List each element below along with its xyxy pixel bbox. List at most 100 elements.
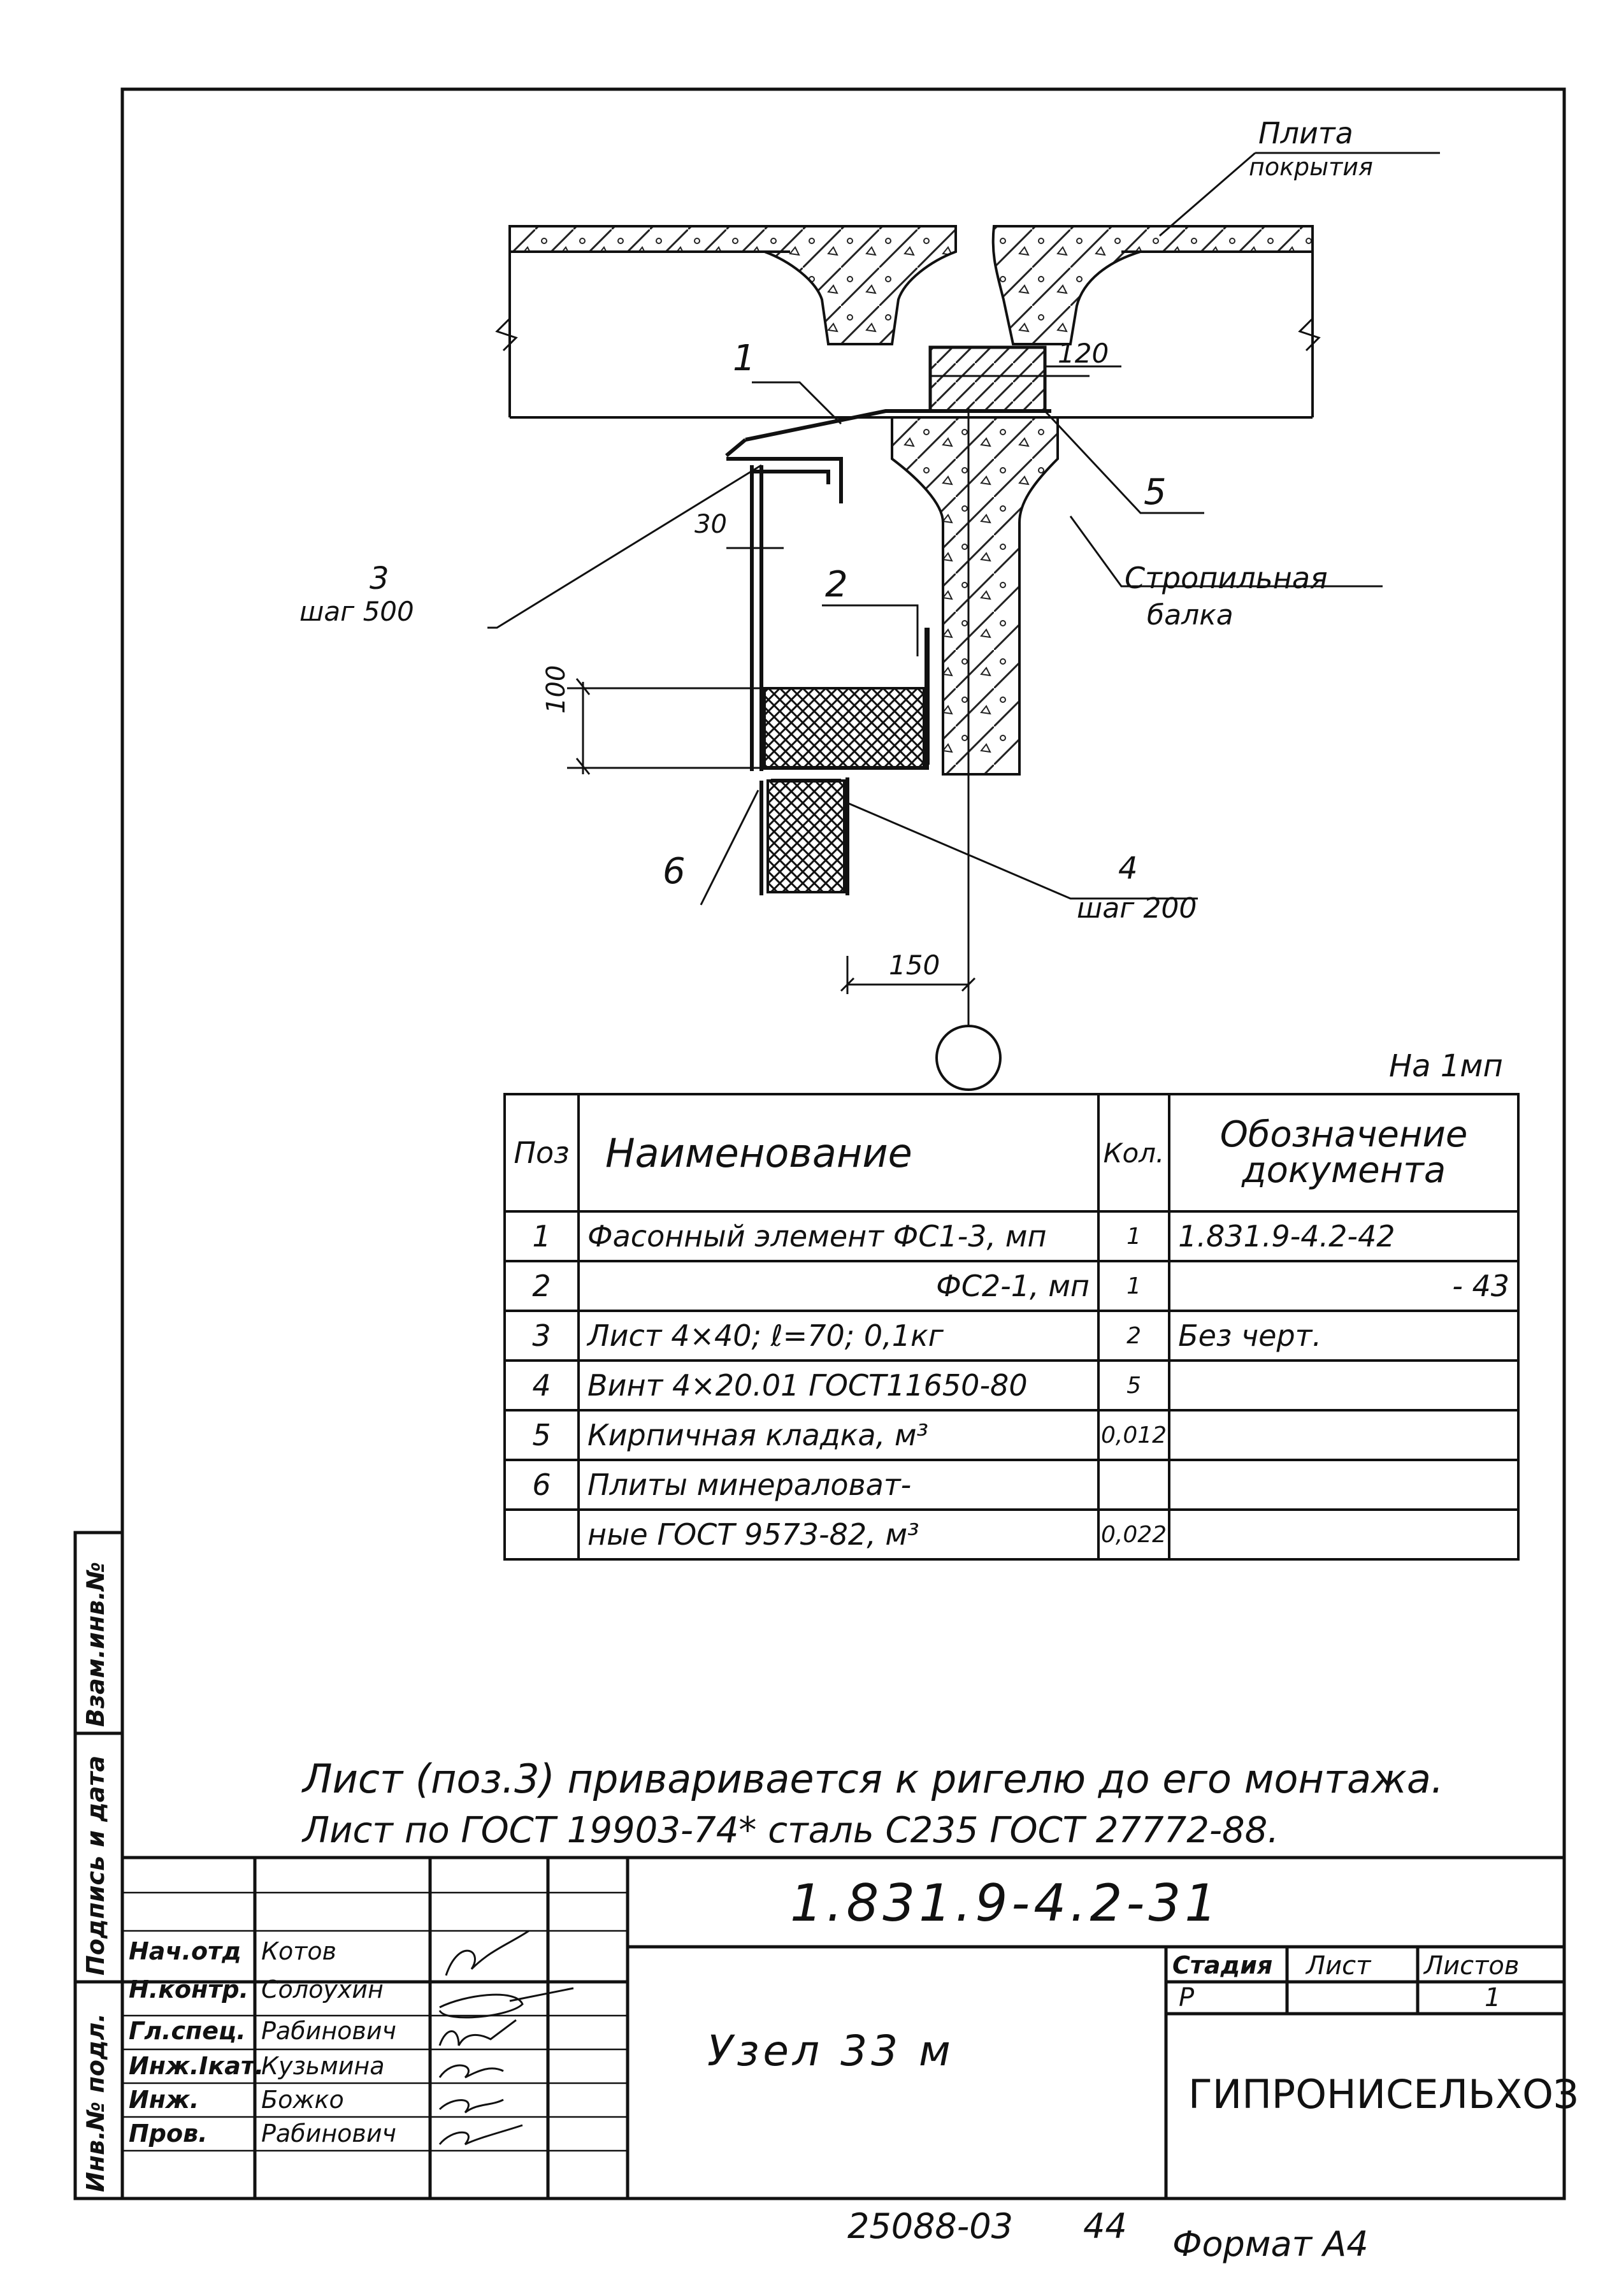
sheet-frame xyxy=(120,87,1566,2200)
person-name: Рабинович xyxy=(261,2017,396,2045)
footer-format: Формат А4 xyxy=(1172,2224,1369,2264)
cell-doc xyxy=(1168,1359,1520,1412)
callout-pos1: 1 xyxy=(733,338,756,379)
person-name: Кузьмина xyxy=(261,2052,385,2080)
callout-pos5: 5 xyxy=(1144,472,1167,513)
signature-row: Пров. Рабинович xyxy=(126,2114,502,2148)
mineral-wool-slab xyxy=(763,687,925,769)
brick-masonry xyxy=(928,345,1047,413)
sheets-label: Листов xyxy=(1424,1951,1520,1981)
header-qty: Кол. xyxy=(1097,1093,1171,1213)
table-row: 4 Винт 4×20.01 ГОСТ11650-80 5 xyxy=(503,1359,1520,1412)
cell-name: Плиты минераловат- xyxy=(577,1459,1100,1511)
cell-qty xyxy=(1097,1459,1171,1511)
leader-lines xyxy=(487,152,1440,906)
callout-pos6: 6 xyxy=(663,851,686,892)
side-stamp-inv: Инв.№ подл. xyxy=(82,2013,110,2192)
cell-qty: 5 xyxy=(1097,1359,1171,1412)
axis-marker xyxy=(935,1025,1002,1091)
cell-doc xyxy=(1168,1409,1520,1461)
cell-name: ные ГОСТ 9573-82, м³ xyxy=(577,1508,1100,1561)
side-stamp-vzam: Взам.инв.№ xyxy=(82,1561,110,1727)
side-stamp-frame xyxy=(73,1531,124,2200)
table-header-row: Поз Наименование Кол. Обозначение докуме… xyxy=(503,1093,1520,1213)
cell-qty: 0,022 xyxy=(1097,1508,1171,1561)
cell-pos: 4 xyxy=(503,1359,580,1412)
header-pos: Поз xyxy=(503,1093,580,1213)
title-block-thin-lines xyxy=(122,1891,628,2152)
person-name: Рабинович xyxy=(261,2119,396,2148)
note-line-1: Лист (поз.3) привариваетcя к ригелю до е… xyxy=(303,1756,1444,1802)
callout-pos4-step: шаг 200 xyxy=(1077,892,1197,925)
sheet-label: Лист xyxy=(1306,1951,1371,1981)
header-name: Наименование xyxy=(577,1093,1100,1213)
stage-value: Р xyxy=(1179,1983,1195,2012)
cell-pos: 3 xyxy=(503,1310,580,1362)
cell-doc: - 43 xyxy=(1168,1260,1520,1312)
cell-qty: 0,012 xyxy=(1097,1409,1171,1461)
stage-label: Стадия xyxy=(1172,1951,1273,1979)
dim-150: 150 xyxy=(889,949,940,981)
shaped-element-1 xyxy=(745,409,1051,442)
signature-row: Н.контр.Солоухин xyxy=(126,1970,502,2004)
note-line-2: Лист по ГОСТ 19903-74* сталь С235 ГОСТ 2… xyxy=(303,1810,1279,1851)
role: Инж. xyxy=(129,2086,199,2114)
mineral-wool-block xyxy=(766,779,845,893)
callout-pos3: 3 xyxy=(370,561,389,596)
footer-number: 25088-03 xyxy=(847,2206,1013,2246)
cell-name: Винт 4×20.01 ГОСТ11650-80 xyxy=(577,1359,1100,1412)
doc-code: 1.831.9-4.2-31 xyxy=(790,1874,1221,1933)
cell-doc xyxy=(1168,1459,1520,1511)
signature-row: Инж.Iкат.Кузьмина xyxy=(126,2047,502,2081)
role: Гл.спец. xyxy=(129,2017,246,2045)
dim-100: 100 xyxy=(542,665,571,714)
cell-qty: 1 xyxy=(1097,1210,1171,1262)
table-row: 6 Плиты минераловат- xyxy=(503,1459,1520,1511)
cell-pos: 2 xyxy=(503,1260,580,1312)
role: Нач.отд xyxy=(129,1937,241,1965)
sheets-value: 1 xyxy=(1485,1983,1501,2012)
dimension-lines xyxy=(567,542,976,994)
footer-page: 44 xyxy=(1083,2206,1127,2246)
cell-pos: 5 xyxy=(503,1409,580,1461)
dim-30: 30 xyxy=(694,510,727,539)
signature-row: Инж. Божко xyxy=(126,2081,502,2114)
unit-note: На 1мп xyxy=(1389,1048,1503,1084)
table-row: 3 Лист 4×40; ℓ=70; 0,1кг 2 Без черт. xyxy=(503,1310,1520,1362)
role: Пров. xyxy=(129,2119,208,2148)
cell-doc: 1.831.9-4.2-42 xyxy=(1168,1210,1520,1262)
cell-pos: 1 xyxy=(503,1210,580,1262)
side-stamp-podpis: Подпись и дата xyxy=(82,1755,110,1975)
table-row: 1 Фасонный элемент ФС1-3, мп 1 1.831.9-4… xyxy=(503,1210,1520,1262)
cell-pos xyxy=(503,1508,580,1561)
cell-name: Фасонный элемент ФС1-3, мп xyxy=(577,1210,1100,1262)
person-name: Божко xyxy=(261,2086,344,2114)
organization: ГИПРОНИСЕЛЬХОЗ xyxy=(1188,2071,1579,2118)
callout-pos4: 4 xyxy=(1118,851,1138,886)
cell-qty: 2 xyxy=(1097,1310,1171,1362)
header-doc: Обозначение документа xyxy=(1168,1093,1520,1213)
label-balka: балка xyxy=(1147,599,1234,632)
person-name: Котов xyxy=(261,1937,337,1965)
cell-doc: Без черт. xyxy=(1168,1310,1520,1362)
shaped-element-2 xyxy=(726,457,843,771)
cell-pos: 6 xyxy=(503,1459,580,1511)
label-rafter-beam: Стропильная xyxy=(1125,561,1328,595)
callout-pos3-step: шаг 500 xyxy=(299,596,414,627)
cell-name: Лист 4×40; ℓ=70; 0,1кг xyxy=(577,1310,1100,1362)
specification-table: Поз Наименование Кол. Обозначение докуме… xyxy=(503,1093,1520,1561)
person-name: Солоухин xyxy=(261,1975,384,2004)
title-block-grid xyxy=(122,1856,1564,2199)
signature-row: Гл.спец. Рабинович xyxy=(126,2012,502,2046)
table-row: 2 ФС2-1, мп 1 - 43 xyxy=(503,1260,1520,1312)
dim-120: 120 xyxy=(1058,338,1109,369)
label-pokrytiya: покрытия xyxy=(1249,153,1373,181)
cell-doc xyxy=(1168,1508,1520,1561)
role: Инж.Iкат. xyxy=(129,2052,264,2080)
table-row: ные ГОСТ 9573-82, м³ 0,022 xyxy=(503,1508,1520,1561)
cell-qty: 1 xyxy=(1097,1260,1171,1312)
rafter-beam xyxy=(891,416,1059,776)
label-plita: Плита xyxy=(1258,116,1353,150)
cell-name: Кирпичная кладка, м³ xyxy=(577,1409,1100,1461)
